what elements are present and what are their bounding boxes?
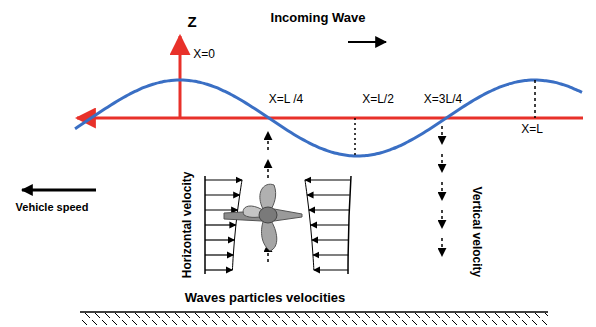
vertical-velocity-arrows <box>268 126 442 262</box>
speed-label: Vehicle speed <box>16 201 89 214</box>
position-label: X=L /4 <box>269 93 304 107</box>
velocity-label: Vertical velocity <box>469 187 483 278</box>
seabed-hatching <box>80 313 548 325</box>
position-label: X=0 <box>193 48 215 62</box>
axis-label: Z <box>187 13 196 30</box>
half-wave-line <box>354 118 356 155</box>
position-label: X=3L/4 <box>424 93 462 107</box>
horizontal-velocity-profiles <box>205 176 351 274</box>
position-label: X=L <box>521 123 543 137</box>
wave-title: Incoming Wave <box>271 11 366 26</box>
velocity-label: Horizontal velocity <box>181 172 195 279</box>
propeller <box>224 184 302 251</box>
x-axis <box>77 117 583 120</box>
full-wave-line <box>534 80 536 118</box>
position-label: X=L/2 <box>362 93 394 107</box>
z-axis <box>179 36 182 118</box>
caption-label: Waves particles velocities <box>185 291 346 306</box>
vehicle-speed-arrow <box>22 189 96 192</box>
wave-direction-arrow <box>348 41 386 43</box>
seabed-line <box>80 311 548 313</box>
wave-curve <box>75 80 582 156</box>
